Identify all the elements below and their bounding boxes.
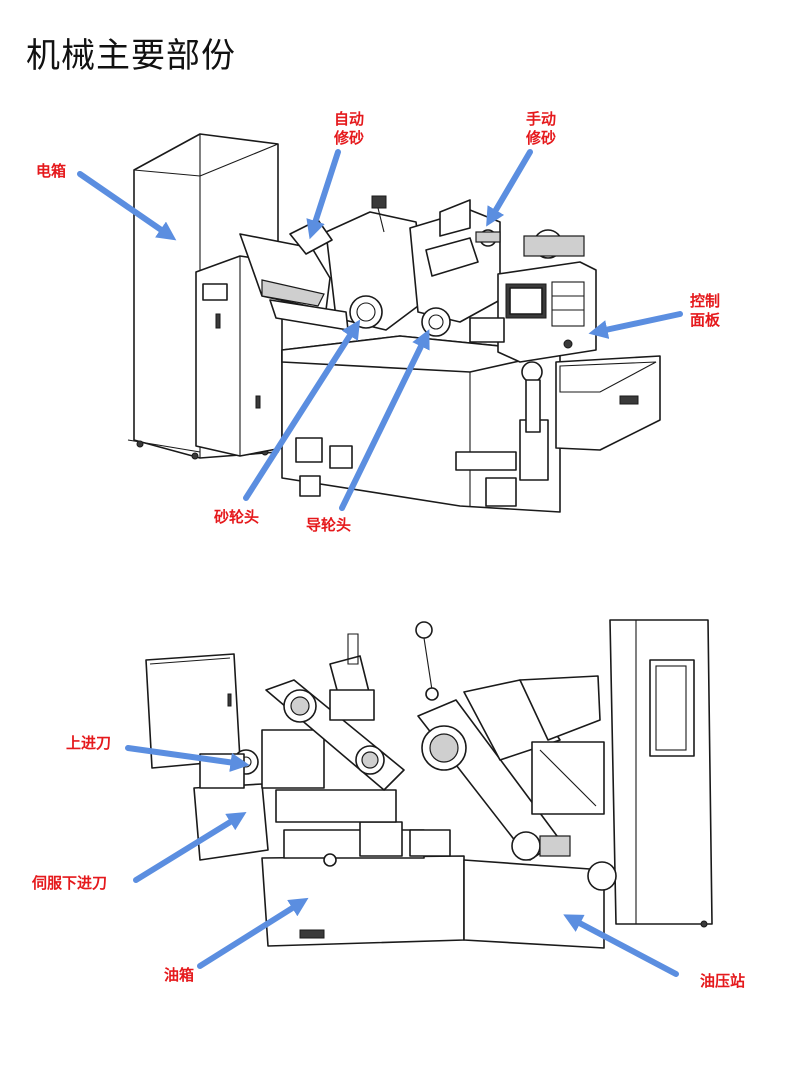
guide-wheel-housing: [409, 199, 501, 337]
right-electrical-cabinet: [609, 619, 713, 928]
label-oil-tank: 油箱: [164, 966, 195, 984]
arrow-auto-dressing: [306, 149, 341, 240]
callout-arrows: [77, 149, 683, 977]
label-grinding-wheel-head: 砂轮头: [214, 508, 260, 526]
machine-base: [281, 335, 561, 513]
left-wheel-arm: [265, 633, 405, 791]
label-guide-wheel-head: 导轮头: [306, 516, 352, 534]
label-manual-dressing: 手动 修砂: [526, 110, 556, 148]
label-control-panel: 控制 面板: [690, 292, 720, 330]
arrow-servo-lower-feed: [133, 811, 247, 883]
arrow-hydraulic-station: [563, 914, 679, 977]
arrow-control-panel: [588, 311, 683, 339]
label-servo-lower-feed: 伺服下进刀: [32, 874, 108, 892]
arrow-grinding-wheel-head: [243, 319, 361, 501]
coolant-tray: [555, 355, 661, 451]
bottom-machine-drawing: [145, 619, 713, 949]
control-cabinet: [195, 255, 283, 457]
label-auto-dressing-line2: 修砂: [334, 129, 365, 147]
label-auto-dressing: 自动 修砂: [334, 110, 364, 148]
label-control-panel-line2: 面板: [690, 311, 721, 329]
label-hydraulic-station: 油压站: [700, 972, 746, 990]
right-wheel-arm: [417, 675, 617, 891]
page-title: 机械主要部份: [26, 36, 236, 76]
arrow-electrical-box: [77, 171, 177, 241]
label-control-panel-line1: 控制: [690, 292, 721, 310]
label-manual-dressing-line2: 修砂: [526, 129, 557, 147]
label-electrical-box: 电箱: [36, 162, 67, 180]
arrow-upper-feed: [125, 745, 250, 772]
arrow-oil-tank: [197, 897, 309, 969]
top-machine-drawing: [127, 133, 661, 513]
label-upper-feed: 上进刀: [66, 734, 112, 752]
label-manual-dressing-line1: 手动: [526, 110, 557, 128]
label-auto-dressing-line1: 自动: [334, 110, 365, 128]
arrow-guide-wheel-head: [339, 329, 430, 511]
cnc-control-panel: [469, 229, 597, 363]
arrow-manual-dressing: [486, 149, 533, 227]
center-gauge-post: [415, 621, 439, 701]
